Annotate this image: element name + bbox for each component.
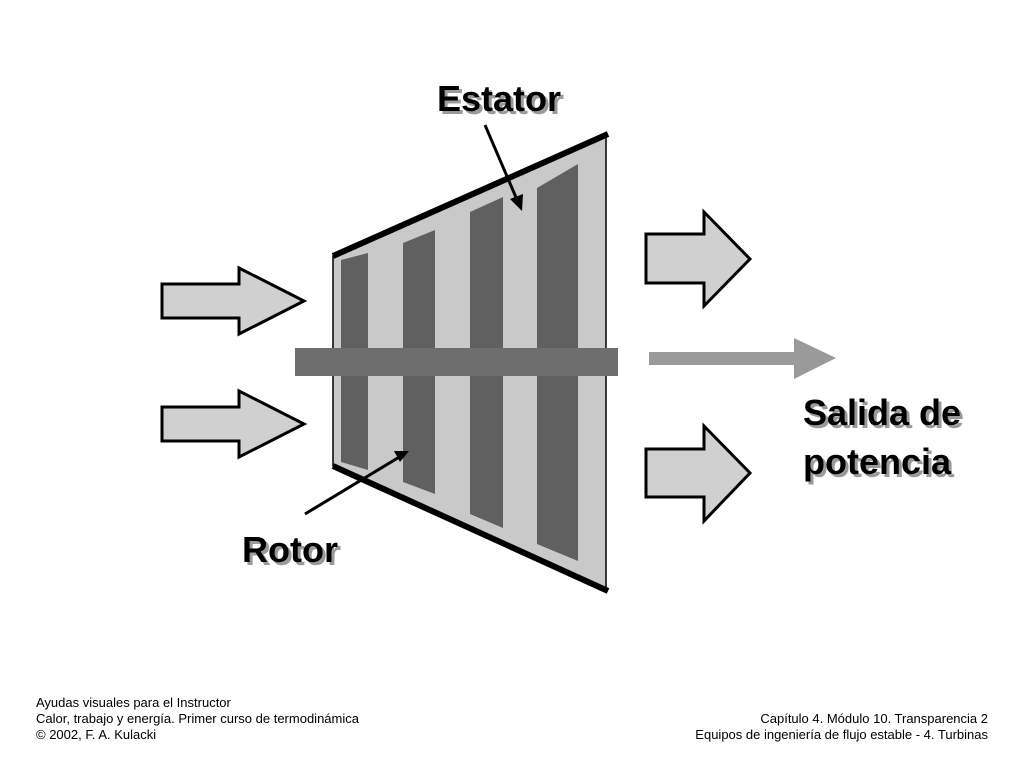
power-arrow-head bbox=[794, 338, 836, 379]
footer-left: Ayudas visuales para el Instructor Calor… bbox=[36, 695, 359, 743]
rotor-leader-arrow bbox=[304, 451, 409, 516]
inlet-arrow-bottom bbox=[160, 388, 308, 460]
svg-text:potencia: potencia bbox=[806, 444, 955, 485]
outlet-arrow-bottom bbox=[644, 422, 753, 525]
rotor-label: Rotor bbox=[242, 529, 338, 570]
footer-left-line-1: Ayudas visuales para el Instructor bbox=[36, 695, 231, 710]
svg-text:Estator: Estator bbox=[440, 81, 564, 122]
casing-bottom-edge bbox=[331, 463, 610, 594]
footer-left-line-3: © 2002, F. A. Kulacki bbox=[36, 727, 157, 742]
footer-right-line-2: Equipos de ingeniería de flujo estable -… bbox=[695, 727, 988, 742]
svg-text:Rotor: Rotor bbox=[245, 532, 341, 573]
turbine-shaft bbox=[295, 348, 618, 376]
stator-leader-arrow bbox=[483, 124, 523, 211]
power-arrow-shaft bbox=[649, 352, 797, 365]
stator-label: Estator bbox=[437, 78, 561, 119]
footer-left-line-2: Calor, trabajo y energía. Primer curso d… bbox=[36, 711, 359, 726]
power-output-label-line1: Salida de bbox=[803, 392, 961, 433]
inlet-arrow-top bbox=[160, 265, 308, 337]
svg-text:Salida de: Salida de bbox=[806, 395, 964, 436]
casing-top-edge bbox=[331, 131, 610, 259]
footer-right: Capítulo 4. Módulo 10. Transparencia 2 E… bbox=[695, 711, 988, 743]
footer-right-line-1: Capítulo 4. Módulo 10. Transparencia 2 bbox=[760, 711, 988, 726]
power-output-label-line2: potencia bbox=[803, 441, 952, 482]
outlet-arrow-top bbox=[644, 208, 753, 310]
